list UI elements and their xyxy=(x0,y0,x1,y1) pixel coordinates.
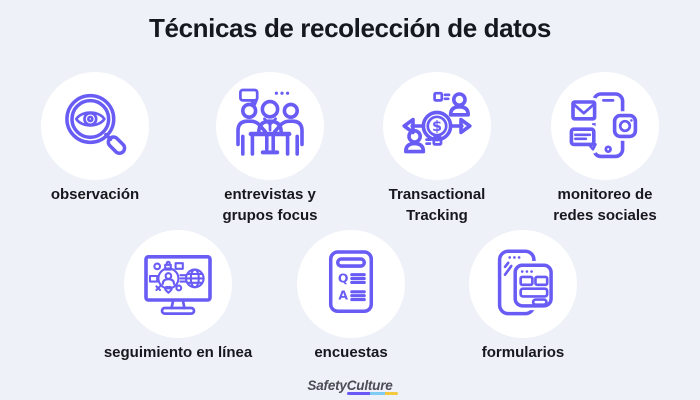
technique-item-monitoreo: monitoreo de redes sociales xyxy=(517,72,693,226)
technique-label: Transactional Tracking xyxy=(388,186,486,224)
technique-label: entrevistas y grupos focus xyxy=(222,186,318,224)
globe-icon xyxy=(184,268,205,289)
technique-item-entrevistas: entrevistas y grupos focus xyxy=(182,72,358,226)
envelope-icon xyxy=(571,100,597,121)
technique-item-transactional-tracking: $ xyxy=(349,72,525,226)
technique-label: encuestas xyxy=(314,344,388,361)
monitor-network-icon xyxy=(144,254,212,315)
phone-social-icon xyxy=(567,92,640,159)
form-window-icon xyxy=(513,263,553,308)
icon-circle xyxy=(216,72,324,180)
svg-text:A: A xyxy=(338,288,348,303)
chat-bubble-icon xyxy=(569,127,597,151)
logo-text-culture: Culture xyxy=(346,378,398,395)
icon-circle xyxy=(551,72,659,180)
magnifier-eye-icon xyxy=(65,93,127,155)
technique-label: seguimiento en línea xyxy=(103,344,253,361)
svg-text:Q: Q xyxy=(338,270,349,285)
transaction-arrows-icon: $ xyxy=(402,91,472,154)
page-title: Técnicas de recolección de datos xyxy=(149,13,551,43)
icon-circle xyxy=(469,230,577,338)
technique-item-observacion: observación xyxy=(7,72,183,205)
technique-label: monitoreo de redes sociales xyxy=(553,186,657,224)
focus-group-icon xyxy=(236,88,304,156)
technique-label: observación xyxy=(50,186,140,203)
icon-circle: $ xyxy=(383,72,491,180)
instagram-icon xyxy=(612,113,638,139)
icon-circle xyxy=(41,72,149,180)
logo-underline xyxy=(346,392,398,395)
logo-text-safety: Safety xyxy=(307,378,347,393)
phone-form-icon xyxy=(497,249,556,316)
technique-item-seguimiento: seguimiento en línea xyxy=(90,230,266,363)
person-network-icon xyxy=(148,260,188,294)
technique-item-formularios: formularios xyxy=(435,230,611,363)
technique-label: formularios xyxy=(481,344,565,361)
technique-item-encuestas: Q A encuestas xyxy=(263,230,439,363)
svg-text:$: $ xyxy=(432,119,442,135)
safetyculture-logo: SafetyCulture xyxy=(0,378,700,395)
icon-circle xyxy=(124,230,232,338)
icon-circle: Q A xyxy=(297,230,405,338)
qa-survey-icon: Q A xyxy=(328,250,374,314)
